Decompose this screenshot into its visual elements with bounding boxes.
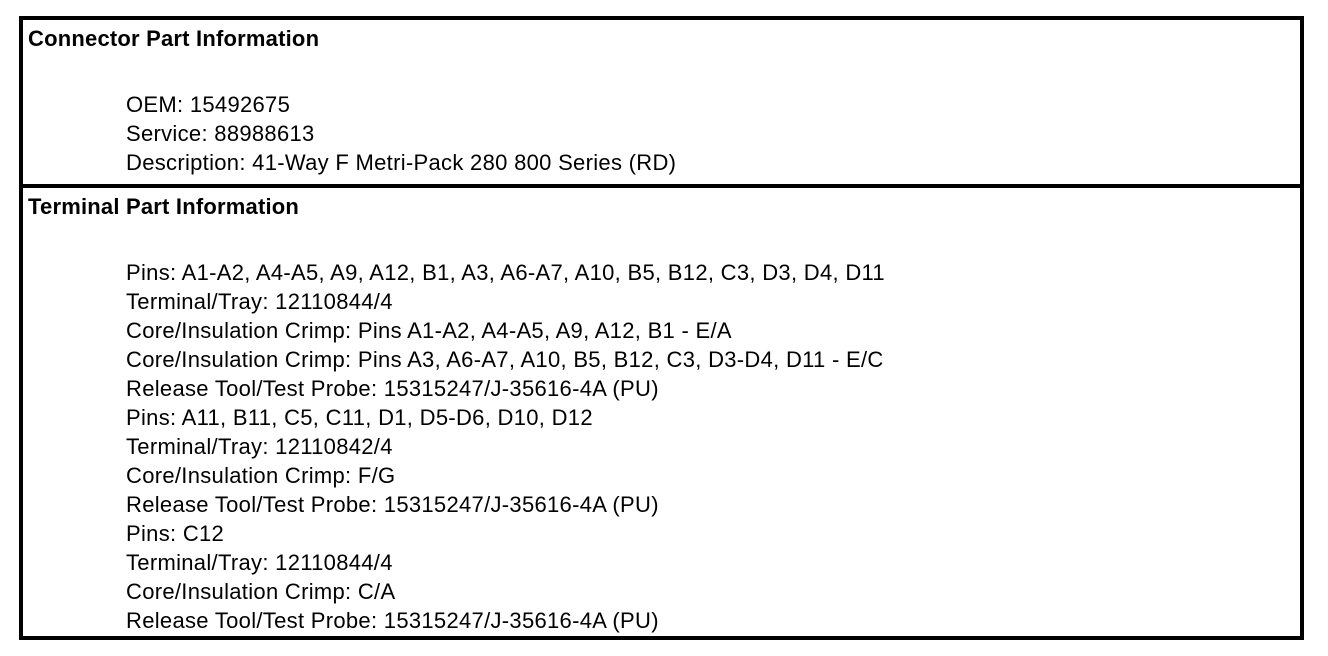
connector-part-information-section: Connector Part Information OEM: 15492675… xyxy=(23,20,1300,188)
pins-line: Pins: A1-A2, A4-A5, A9, A12, B1, A3, A6-… xyxy=(126,260,885,285)
part-info-frame: Connector Part Information OEM: 15492675… xyxy=(19,16,1304,640)
core-insulation-crimp-line: Core/Insulation Crimp: Pins A1-A2, A4-A5… xyxy=(126,318,732,343)
terminal-tray-line: Terminal/Tray: 12110844/4 xyxy=(126,289,393,314)
connector-section-title: Connector Part Information xyxy=(28,26,320,51)
description-line: Description: 41-Way F Metri-Pack 280 800… xyxy=(126,150,677,175)
service-line: Service: 88988613 xyxy=(126,121,315,146)
release-tool-test-probe-line: Release Tool/Test Probe: 15315247/J-3561… xyxy=(126,492,659,517)
terminal-tray-line: Terminal/Tray: 12110842/4 xyxy=(126,434,393,459)
connector-section-body: OEM: 15492675 Service: 88988613 Descript… xyxy=(126,90,1300,177)
terminal-tray-line: Terminal/Tray: 12110844/4 xyxy=(126,550,393,575)
core-insulation-crimp-line: Core/Insulation Crimp: C/A xyxy=(126,579,396,604)
pins-line: Pins: C12 xyxy=(126,521,225,546)
core-insulation-crimp-line: Core/Insulation Crimp: Pins A3, A6-A7, A… xyxy=(126,347,884,372)
terminal-part-information-section: Terminal Part Information Pins: A1-A2, A… xyxy=(23,188,1300,636)
oem-line: OEM: 15492675 xyxy=(126,92,291,117)
core-insulation-crimp-line: Core/Insulation Crimp: F/G xyxy=(126,463,396,488)
terminal-section-body: Pins: A1-A2, A4-A5, A9, A12, B1, A3, A6-… xyxy=(126,258,1300,635)
terminal-section-title: Terminal Part Information xyxy=(28,194,300,219)
release-tool-test-probe-line: Release Tool/Test Probe: 15315247/J-3561… xyxy=(126,376,659,401)
release-tool-test-probe-line: Release Tool/Test Probe: 15315247/J-3561… xyxy=(126,608,659,633)
pins-line: Pins: A11, B11, C5, C11, D1, D5-D6, D10,… xyxy=(126,405,593,430)
